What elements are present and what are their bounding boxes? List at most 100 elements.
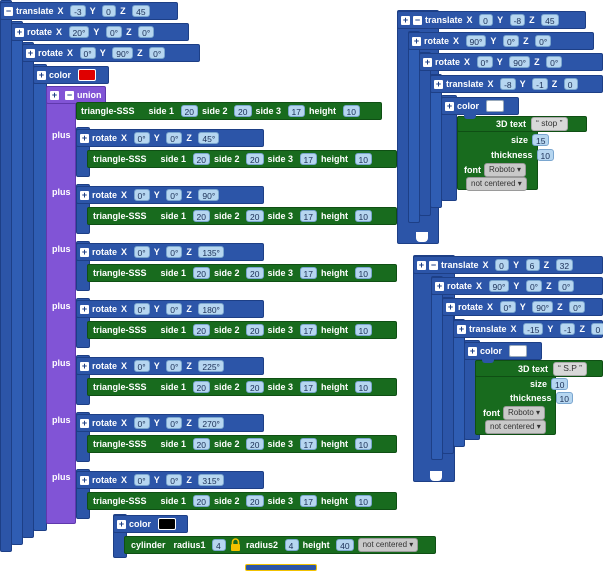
rt-translate-block-2[interactable]: + translate X -8 Y -1 Z 0: [430, 75, 603, 93]
rotate-y-field[interactable]: 0°: [166, 474, 183, 486]
rotate-z-field[interactable]: 90°: [198, 189, 220, 201]
collapse-toggle[interactable]: +: [80, 132, 89, 143]
side1-field[interactable]: 20: [180, 105, 199, 117]
collapse-toggle[interactable]: +: [26, 47, 35, 58]
side1-field[interactable]: 20: [192, 495, 211, 507]
plus-rotate-block[interactable]: + rotate X 0° Y 0° Z 225°: [76, 357, 264, 375]
collapse-toggle[interactable]: +: [80, 189, 89, 200]
plus-triangle-sss-block[interactable]: triangle-SSS side 1 20 side 2 20 side 3 …: [87, 435, 397, 453]
color-block[interactable]: + color: [33, 66, 109, 84]
rotate-z-field[interactable]: 270°: [198, 417, 224, 429]
centered-dropdown[interactable]: not centered ▾: [357, 538, 419, 552]
color-swatch[interactable]: [508, 345, 527, 357]
rotate-x-field[interactable]: 90°: [465, 35, 487, 47]
side2-field[interactable]: 20: [246, 324, 264, 336]
font-dropdown[interactable]: Roboto ▾: [484, 163, 527, 177]
size-field[interactable]: 15: [532, 134, 550, 146]
rotate-y-field[interactable]: 0°: [166, 189, 183, 201]
side3-field[interactable]: 17: [299, 210, 318, 222]
height-field[interactable]: 10: [354, 324, 372, 336]
side2-field[interactable]: 20: [246, 153, 264, 165]
side1-field[interactable]: 20: [192, 381, 211, 393]
collapse-toggle[interactable]: +: [80, 303, 89, 314]
side2-field[interactable]: 20: [246, 267, 264, 279]
plus-triangle-sss-block[interactable]: triangle-SSS side 1 20 side 2 20 side 3 …: [87, 150, 397, 168]
rotate-z-field[interactable]: 135°: [198, 246, 224, 258]
collapse-toggle[interactable]: −: [4, 5, 13, 16]
collapse-toggle[interactable]: +: [468, 345, 477, 356]
lock-icon[interactable]: [230, 537, 241, 553]
rotate-z-field[interactable]: 0°: [535, 35, 552, 47]
color-swatch[interactable]: [485, 100, 504, 112]
rotate-x-field[interactable]: 0°: [133, 360, 150, 372]
translate-x-field[interactable]: 0: [479, 14, 494, 26]
translate-z-field[interactable]: 32: [555, 259, 574, 271]
translate-z-field[interactable]: 0: [591, 323, 603, 335]
rotate-x-field[interactable]: 0°: [133, 246, 150, 258]
rotate-x-field[interactable]: 0°: [133, 474, 150, 486]
rotate-y-field[interactable]: 0°: [105, 26, 123, 38]
translate-x-field[interactable]: -3: [70, 5, 86, 17]
rt-translate-block[interactable]: + − translate X 0 Y -8 Z 45: [397, 11, 586, 29]
plus-triangle-sss-block[interactable]: triangle-SSS side 1 20 side 2 20 side 3 …: [87, 378, 397, 396]
rotate-x-field[interactable]: 0°: [133, 189, 150, 201]
rt-color-block[interactable]: + color: [441, 97, 519, 115]
plus-rotate-block[interactable]: + rotate X 0° Y 0° Z 315°: [76, 471, 264, 489]
height-field[interactable]: 40: [336, 539, 354, 551]
rotate-y-field[interactable]: 0°: [166, 303, 183, 315]
collapse-toggle[interactable]: −: [65, 89, 74, 100]
side2-field[interactable]: 20: [246, 438, 264, 450]
rotate-y-field[interactable]: 0°: [166, 360, 183, 372]
rotate-x-field[interactable]: 0°: [133, 132, 150, 144]
rotate-y-field[interactable]: 0°: [502, 35, 520, 47]
translate-x-field[interactable]: -8: [500, 78, 516, 90]
side1-field[interactable]: 20: [192, 267, 211, 279]
expand-toggle[interactable]: +: [401, 14, 410, 25]
side3-field[interactable]: 17: [299, 324, 318, 336]
expand-toggle[interactable]: +: [50, 89, 59, 100]
rotate-x-field[interactable]: 0°: [133, 417, 150, 429]
collapse-toggle[interactable]: +: [15, 26, 24, 37]
rb-translate-block[interactable]: + − translate X 0 Y 6 Z 32: [413, 256, 603, 274]
radius1-field[interactable]: 4: [212, 539, 227, 551]
side3-field[interactable]: 17: [299, 153, 318, 165]
height-field[interactable]: 10: [342, 105, 360, 117]
collapse-toggle[interactable]: +: [445, 100, 454, 111]
plus-triangle-sss-block[interactable]: triangle-SSS side 1 20 side 2 20 side 3 …: [87, 207, 397, 225]
text-input[interactable]: “ S.P ”: [553, 361, 587, 376]
rotate-z-field[interactable]: 0°: [149, 47, 166, 59]
collapse-toggle[interactable]: +: [117, 518, 126, 529]
side2-field[interactable]: 20: [246, 381, 264, 393]
translate-z-field[interactable]: 0: [563, 78, 578, 90]
rb-rotate-block[interactable]: + rotate X 90° Y 0° Z 0°: [431, 277, 603, 295]
rb-rotate-block-2[interactable]: + rotate X 0° Y 90° Z 0°: [442, 298, 603, 316]
rotate-block[interactable]: + rotate X 20° Y 0° Z 0°: [11, 23, 189, 41]
color-swatch[interactable]: [77, 69, 96, 81]
rotate-z-field[interactable]: 180°: [198, 303, 224, 315]
side3-field[interactable]: 17: [299, 495, 318, 507]
rotate-block-2[interactable]: + rotate X 0° Y 90° Z 0°: [22, 44, 200, 62]
collapse-toggle[interactable]: +: [80, 417, 89, 428]
rotate-x-field[interactable]: 20°: [68, 26, 90, 38]
side2-field[interactable]: 20: [246, 210, 264, 222]
rt-rotate-block-2[interactable]: + rotate X 0° Y 90° Z 0°: [419, 53, 603, 71]
color-swatch[interactable]: [157, 518, 176, 530]
plus-rotate-block[interactable]: + rotate X 0° Y 0° Z 90°: [76, 186, 264, 204]
translate-y-field[interactable]: 0: [102, 5, 117, 17]
centered-dropdown[interactable]: not centered ▾: [466, 177, 527, 191]
translate-y-field[interactable]: 6: [525, 259, 540, 271]
height-field[interactable]: 10: [354, 153, 372, 165]
cylinder-color-block[interactable]: + color: [113, 515, 188, 533]
radius2-field[interactable]: 4: [284, 539, 299, 551]
plus-rotate-block[interactable]: + rotate X 0° Y 0° Z 180°: [76, 300, 264, 318]
translate-y-field[interactable]: -8: [509, 14, 526, 26]
rotate-z-field[interactable]: 0°: [558, 280, 575, 292]
height-field[interactable]: 10: [354, 495, 372, 507]
side3-field[interactable]: 17: [299, 267, 318, 279]
size-field[interactable]: 10: [551, 377, 569, 390]
rb-translate-block-2[interactable]: + translate X -15 Y -1 Z 0: [453, 320, 603, 338]
height-field[interactable]: 10: [354, 267, 372, 279]
rotate-y-field[interactable]: 0°: [525, 280, 543, 292]
plus-rotate-block[interactable]: + rotate X 0° Y 0° Z 135°: [76, 243, 264, 261]
text-input[interactable]: “ stop ”: [531, 117, 568, 131]
